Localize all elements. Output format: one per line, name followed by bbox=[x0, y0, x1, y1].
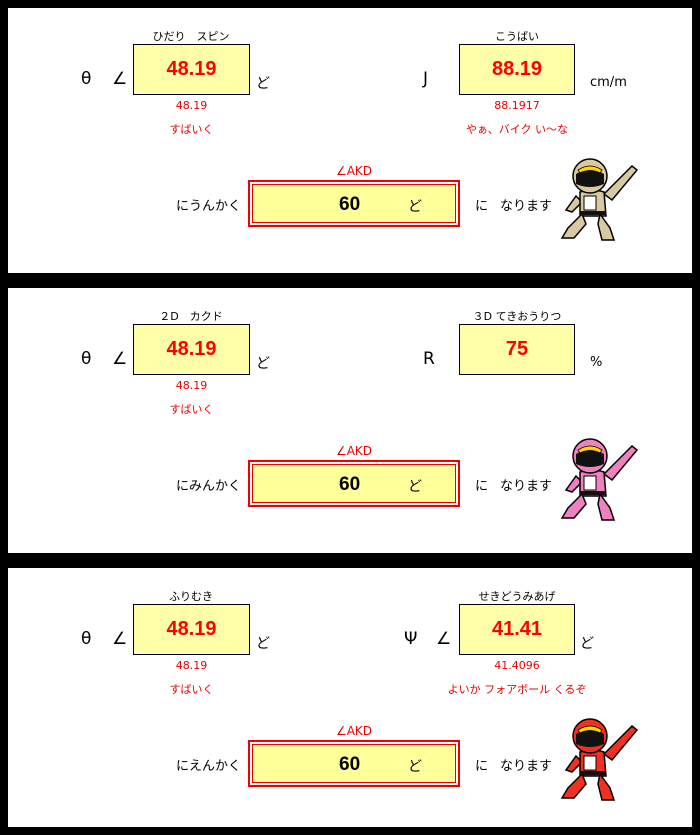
right-unit: ど bbox=[580, 636, 594, 652]
left-exact-value: 48.19 bbox=[175, 379, 208, 392]
right-angle-symbol: ∠ bbox=[436, 629, 452, 649]
ranger-character-icon bbox=[560, 718, 639, 801]
left-unit: ど bbox=[256, 356, 270, 372]
right-comment: やぁ、バイク い〜な bbox=[465, 123, 569, 136]
left-symbol: θ bbox=[81, 69, 92, 89]
left-value-input[interactable]: 48.19 bbox=[133, 324, 250, 375]
result-unit: ど bbox=[408, 199, 422, 215]
left-caption: ふりむき bbox=[169, 590, 213, 603]
result-label: にえんかく bbox=[176, 759, 242, 774]
result-suffix: なります bbox=[500, 479, 553, 494]
right-value-input[interactable]: 75 bbox=[459, 324, 575, 375]
result-ni: に bbox=[475, 199, 489, 214]
result-ni: に bbox=[475, 479, 489, 494]
left-comment: すばいく bbox=[169, 403, 214, 416]
left-angle-symbol: ∠ bbox=[112, 349, 128, 369]
calc-panel: ２D カクド θ ∠ 48.19 ど 48.19 すばいく ３D てきおうりつ … bbox=[8, 288, 692, 553]
right-unit: cm/m bbox=[590, 75, 627, 90]
left-comment: すばいく bbox=[169, 123, 214, 136]
right-caption: ３D てきおうりつ bbox=[472, 310, 562, 323]
result-caption: ∠AKD bbox=[335, 164, 373, 178]
left-angle-symbol: ∠ bbox=[112, 629, 128, 649]
right-symbol: R bbox=[423, 349, 435, 369]
result-box[interactable]: 60 ど bbox=[248, 460, 460, 507]
result-value: 60 bbox=[339, 754, 361, 775]
left-unit: ど bbox=[256, 76, 270, 92]
left-exact-value: 48.19 bbox=[175, 659, 208, 672]
result-caption: ∠AKD bbox=[335, 444, 373, 458]
result-label: にうんかく bbox=[176, 199, 242, 214]
result-caption: ∠AKD bbox=[335, 724, 373, 738]
result-value: 60 bbox=[339, 474, 361, 495]
right-symbol: J bbox=[423, 69, 429, 89]
result-value: 60 bbox=[339, 194, 361, 215]
result-box[interactable]: 60 ど bbox=[248, 740, 460, 787]
result-label: にみんかく bbox=[176, 479, 242, 494]
right-value-input[interactable]: 41.41 bbox=[459, 604, 575, 655]
calc-panel: ふりむき θ ∠ 48.19 ど 48.19 すばいく せきどうみあげ Ψ ∠ … bbox=[8, 568, 692, 827]
left-caption: ひだり スピン bbox=[152, 30, 230, 43]
left-comment: すばいく bbox=[169, 683, 214, 696]
right-exact-value: 88.1917 bbox=[494, 99, 540, 112]
right-value-input[interactable]: 88.19 bbox=[459, 44, 575, 95]
right-symbol: Ψ bbox=[404, 629, 418, 649]
right-unit: % bbox=[590, 355, 603, 370]
result-ni: に bbox=[475, 759, 489, 774]
result-suffix: なります bbox=[500, 199, 553, 214]
right-caption: こうばい bbox=[495, 30, 539, 43]
left-unit: ど bbox=[256, 636, 270, 652]
result-unit: ど bbox=[408, 759, 422, 775]
ranger-character-icon bbox=[560, 438, 639, 521]
right-comment: よいか フォアボール くるぞ bbox=[447, 683, 587, 696]
ranger-character-icon bbox=[560, 158, 639, 241]
result-box[interactable]: 60 ど bbox=[248, 180, 460, 227]
left-value-input[interactable]: 48.19 bbox=[133, 44, 250, 95]
left-caption: ２D カクド bbox=[159, 310, 223, 323]
result-suffix: なります bbox=[500, 759, 553, 774]
right-caption: せきどうみあげ bbox=[478, 590, 556, 603]
right-exact-value: 41.4096 bbox=[494, 659, 540, 672]
left-symbol: θ bbox=[81, 629, 92, 649]
left-angle-symbol: ∠ bbox=[112, 69, 128, 89]
calc-panel: ひだり スピン θ ∠ 48.19 ど 48.19 すばいく こうばい J 88… bbox=[8, 8, 692, 273]
left-exact-value: 48.19 bbox=[175, 99, 208, 112]
left-value-input[interactable]: 48.19 bbox=[133, 604, 250, 655]
result-unit: ど bbox=[408, 479, 422, 495]
left-symbol: θ bbox=[81, 349, 92, 369]
